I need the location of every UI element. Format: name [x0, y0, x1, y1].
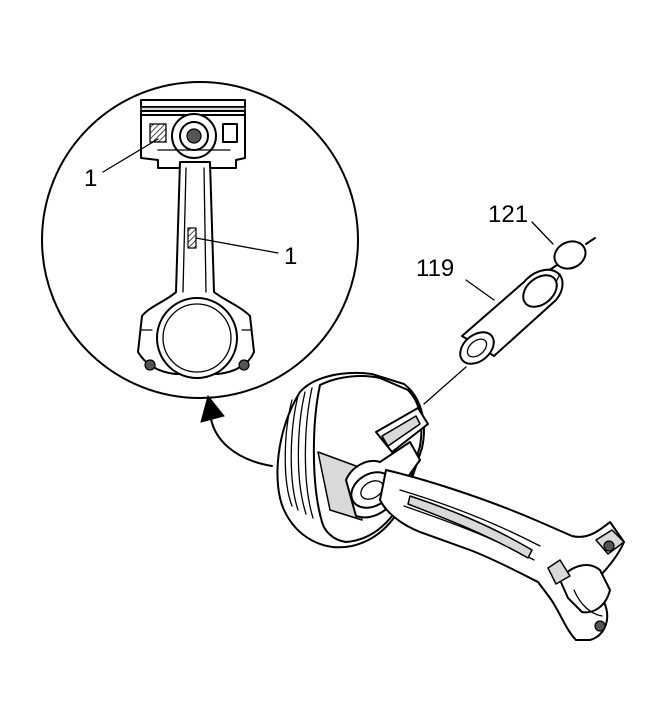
callout-121: 121 [488, 201, 528, 228]
connecting-rod [379, 469, 625, 641]
pin-retainer-ring [547, 237, 596, 272]
leader-line-pin [465, 279, 495, 301]
detail-view: 1 1 [41, 81, 359, 399]
leader-line-retainer [531, 221, 554, 245]
callout-1-rod: 1 [284, 243, 297, 270]
leader-line-top [102, 138, 159, 173]
magnify-arrow-icon [200, 394, 273, 467]
callout-119: 119 [416, 255, 454, 282]
detail-circle [41, 81, 359, 399]
detail-rod [137, 161, 255, 379]
detail-piston [140, 99, 246, 169]
callout-1-top: 1 [84, 165, 97, 192]
leader-line-rod [195, 237, 279, 254]
assembly-axis-line [423, 366, 467, 405]
piston-pin [459, 268, 564, 365]
